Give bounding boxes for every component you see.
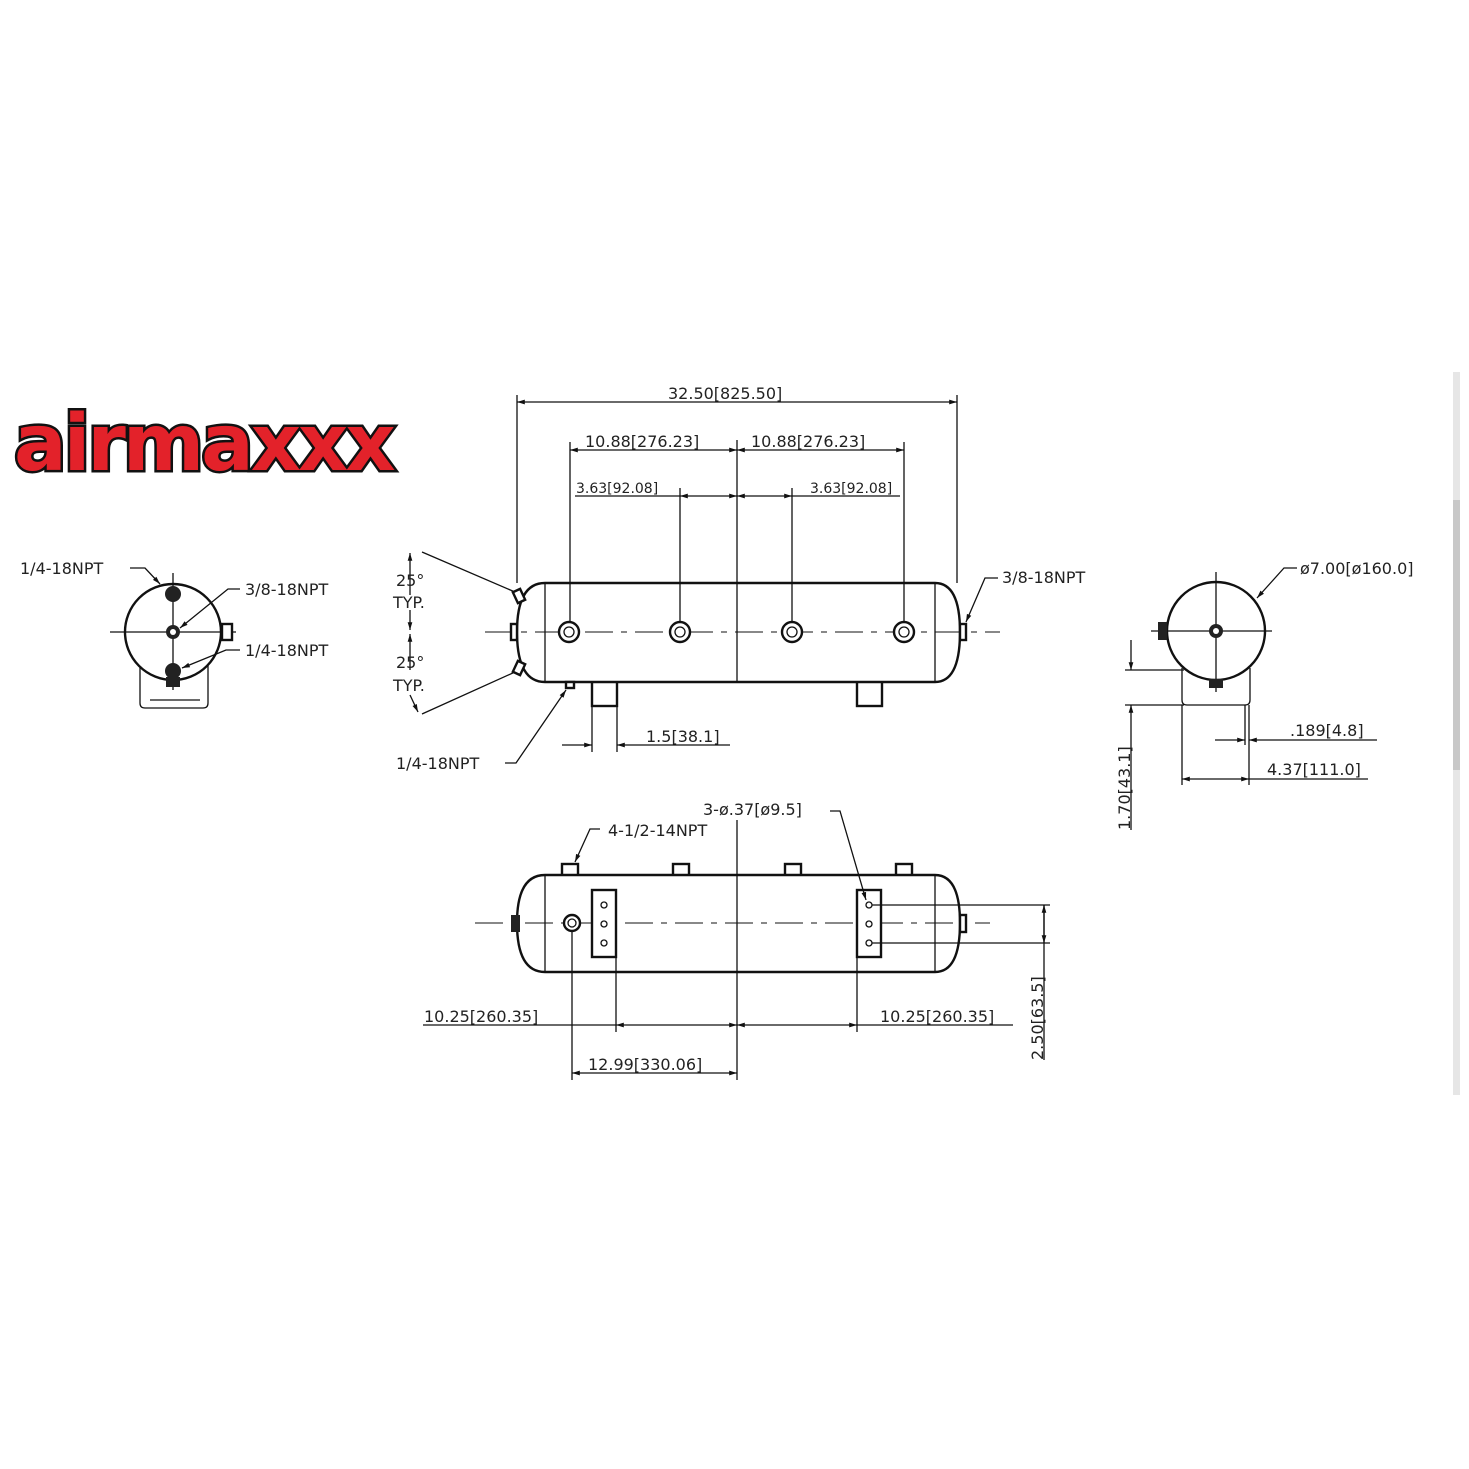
angle-top: 25° — [396, 571, 424, 590]
angle-top-typ: TYP. — [392, 593, 425, 612]
label-mount-holes: 3-ø.37[ø9.5] — [703, 800, 802, 819]
dim-inner-left: 3.63[92.08] — [576, 481, 658, 497]
label-left-bottom-port: 1/4-18NPT — [245, 641, 329, 660]
label-top-ports: 4-1/2-14NPT — [608, 821, 707, 840]
front-ports — [557, 620, 916, 644]
label-right-port: 3/8-18NPT — [1002, 568, 1086, 587]
angle-bottom-typ: TYP. — [392, 676, 425, 695]
dim-hole-spacing: 2.50[63.5] — [1028, 976, 1047, 1060]
scrollbar-thumb[interactable] — [1453, 500, 1460, 770]
dim-inner-right: 3.63[92.08] — [810, 481, 892, 497]
front-view: 32.50[825.50] 10.88[276.23] 10.88[276.23… — [392, 384, 1086, 773]
bottom-view: 4-1/2-14NPT 3-ø.37[ø9.5] 2.50[63.5] 10.2… — [423, 800, 1050, 1080]
label-left-top-port: 1/4-18NPT — [20, 559, 104, 578]
dim-thickness: .189[4.8] — [1290, 721, 1364, 740]
label-left-center-port: 3/8-18NPT — [245, 580, 329, 599]
left-end-view: 1/4-18NPT 3/8-18NPT 1/4-18NPT — [20, 559, 329, 709]
dim-foot-offset: 1.5[38.1] — [646, 727, 720, 746]
dim-left-offset: 10.25[260.35] — [424, 1007, 538, 1026]
dim-overall-length: 32.50[825.50] — [668, 384, 782, 403]
dim-bracket-height: 1.70[43.1] — [1115, 746, 1134, 830]
dim-bracket-width: 4.37[111.0] — [1267, 760, 1361, 779]
dim-spacing-right: 10.88[276.23] — [751, 432, 865, 451]
dim-center-offset: 12.99[330.06] — [588, 1055, 702, 1074]
dim-spacing-left: 10.88[276.23] — [585, 432, 699, 451]
airmaxxx-logo: airmaxxx — [14, 399, 395, 489]
right-end-view: ø7.00[ø160.0] 1.70[43.1] .189[4.8] 4.37[… — [1115, 559, 1414, 830]
dim-right-offset: 10.25[260.35] — [880, 1007, 994, 1026]
angle-bottom: 25° — [396, 653, 424, 672]
dim-diameter: ø7.00[ø160.0] — [1300, 559, 1414, 578]
label-bottom-port: 1/4-18NPT — [396, 754, 480, 773]
